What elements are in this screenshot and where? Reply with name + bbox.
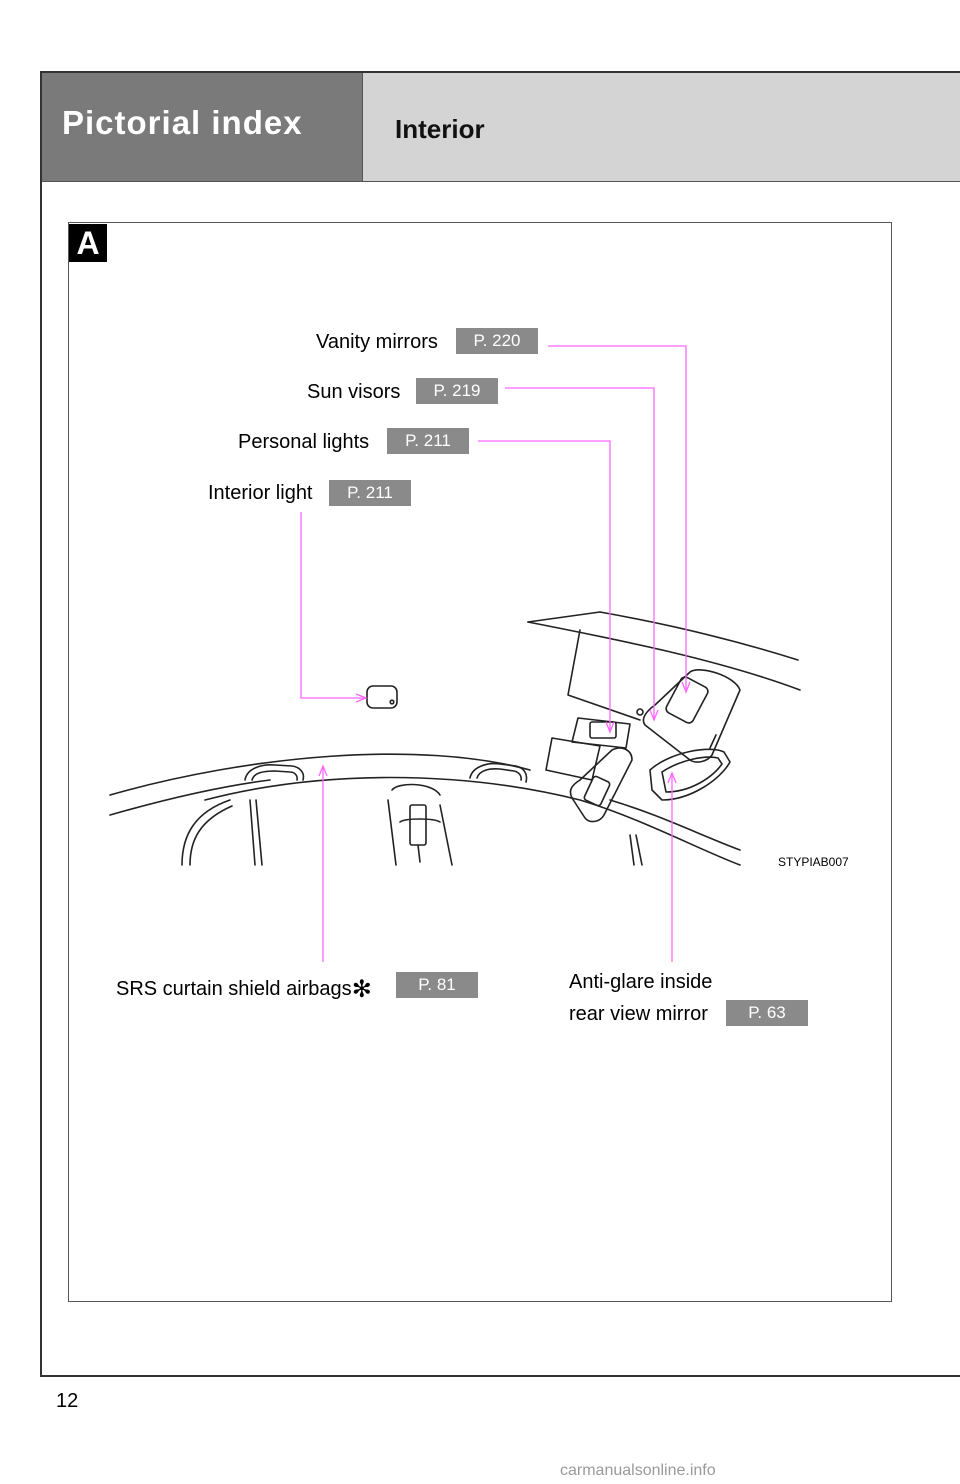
page-subtitle: Interior xyxy=(395,114,485,144)
page-frame xyxy=(40,71,960,1377)
figure-code: STYPIAB007 xyxy=(778,855,849,869)
callout-personal-lights-label: Personal lights xyxy=(238,431,370,453)
page-ref-personal-lights[interactable]: P. 211 xyxy=(387,428,469,454)
header-section-tab xyxy=(42,73,362,181)
callout-anti-glare-mirror-label-line1: Anti-glare inside xyxy=(569,971,713,993)
callout-srs-airbags-label: SRS curtain shield airbags✻ xyxy=(116,975,372,1004)
footnote-mark: ✻ xyxy=(351,976,372,1003)
page-ref-srs-airbags[interactable]: P. 81 xyxy=(396,972,478,998)
callout-srs-airbags-text: SRS curtain shield airbags xyxy=(116,978,352,1000)
callout-anti-glare-mirror-label-line2: rear view mirror xyxy=(569,1003,708,1025)
leader-line-interior-light xyxy=(300,512,364,699)
page-ref-anti-glare-mirror[interactable]: P. 63 xyxy=(726,1000,808,1026)
page-ref-interior-light[interactable]: P. 211 xyxy=(329,480,411,506)
leader-line-personal-lights xyxy=(478,440,611,730)
leader-line-sun-visors xyxy=(505,387,655,718)
page-ref-sun-visors[interactable]: P. 219 xyxy=(416,378,498,404)
leader-arrowheads xyxy=(318,681,691,784)
header-divider xyxy=(42,181,960,182)
page-number: 12 xyxy=(56,1390,79,1412)
section-badge: A xyxy=(69,224,107,262)
figure-frame xyxy=(68,222,892,1302)
callout-vanity-mirrors-label: Vanity mirrors xyxy=(316,331,438,353)
leader-line-vanity-mirrors xyxy=(548,345,687,690)
page-title: Pictorial index xyxy=(62,104,303,141)
callout-sun-visors-label: Sun visors xyxy=(307,381,401,403)
leader-lines xyxy=(300,345,687,962)
footer-watermark: carmanualsonline.info xyxy=(560,1462,716,1479)
header-subtitle-bar xyxy=(362,73,960,181)
car-interior-drawing xyxy=(109,611,801,866)
page-ref-vanity-mirrors[interactable]: P. 220 xyxy=(456,328,538,354)
callout-interior-light-label: Interior light xyxy=(208,482,313,504)
